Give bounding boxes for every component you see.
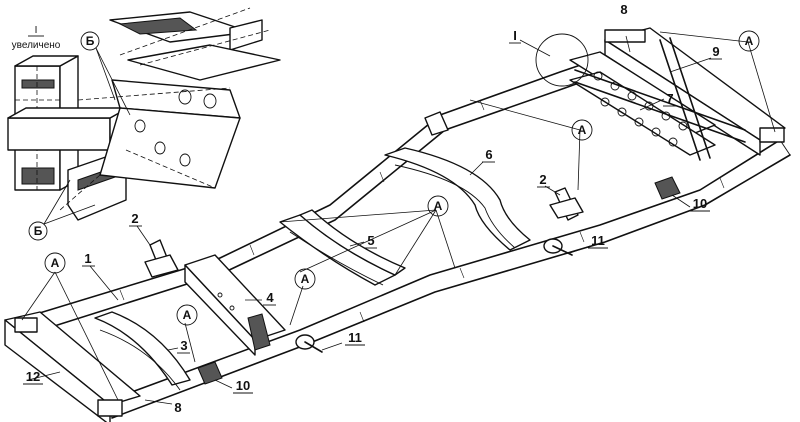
rail-ticks	[119, 99, 725, 383]
label-underlines	[23, 42, 722, 394]
label-5: 5	[367, 233, 374, 248]
callout-a-center-label: А	[434, 199, 443, 213]
callout-a-center	[427, 195, 449, 217]
label-4: 4	[266, 290, 274, 305]
callouts-a: А А А А А А	[44, 30, 760, 326]
inset-beam-mid	[127, 44, 281, 81]
inset-callout-b-bottom-label: Б	[34, 224, 43, 238]
inset-callout-b-bottom	[28, 221, 48, 241]
part-number-labels: 1 2 2 3 4 5 6 7 8 8 9 10 10 11 11 12 I	[26, 2, 720, 415]
inset-callout-b-top-label: Б	[86, 34, 95, 48]
callout-a-rear-right-label: А	[745, 34, 754, 48]
axle-stub-rear	[543, 238, 573, 256]
label-roman-i: I	[513, 28, 517, 43]
label-8-front: 8	[174, 400, 181, 415]
inset-detail: I увеличено	[7, 7, 281, 241]
label-11-front: 11	[348, 330, 362, 345]
label-3: 3	[180, 338, 187, 353]
label-1: 1	[84, 251, 91, 266]
bumper-block-front	[197, 361, 223, 385]
frame-assembly	[4, 27, 791, 422]
label-6: 6	[485, 147, 492, 162]
bumper-block-rear	[654, 176, 681, 200]
callout-a-rear-mid	[571, 119, 593, 141]
inset-cross-piece	[7, 117, 111, 151]
callout-a-front-left	[44, 252, 66, 274]
callout-a-front-left-label: А	[51, 256, 60, 270]
leader-lines	[21, 31, 776, 405]
cross-member-5	[279, 214, 396, 286]
label-9: 9	[712, 44, 719, 59]
callout-a-rear-mid-label: А	[578, 123, 587, 137]
label-10-rear: 10	[693, 196, 707, 211]
axle-stub-front	[295, 334, 323, 353]
callout-a-center-front-label: А	[301, 272, 310, 286]
bracket-rear-upper	[424, 111, 449, 136]
label-8-rear: 8	[620, 2, 627, 17]
callout-a-rear-right	[738, 30, 760, 52]
cross-member-3	[94, 311, 191, 386]
cross-member-6	[384, 147, 531, 251]
label-2-front: 2	[131, 211, 138, 226]
label-10-front: 10	[236, 378, 250, 393]
label-7: 7	[666, 91, 673, 106]
callout-a-center-front	[294, 268, 316, 290]
label-12: 12	[26, 369, 40, 384]
label-2-rear: 2	[539, 172, 546, 187]
inset-callout-b-top	[80, 31, 100, 51]
detail-circle-i	[535, 33, 589, 87]
callout-a-front-mid-label: А	[183, 308, 192, 322]
inset-caption: увеличено	[12, 40, 61, 51]
diagonal-brace-9	[574, 69, 746, 131]
inset-roman-label: I	[35, 25, 38, 36]
label-11-rear: 11	[591, 233, 605, 248]
callout-a-front-mid	[176, 304, 198, 326]
